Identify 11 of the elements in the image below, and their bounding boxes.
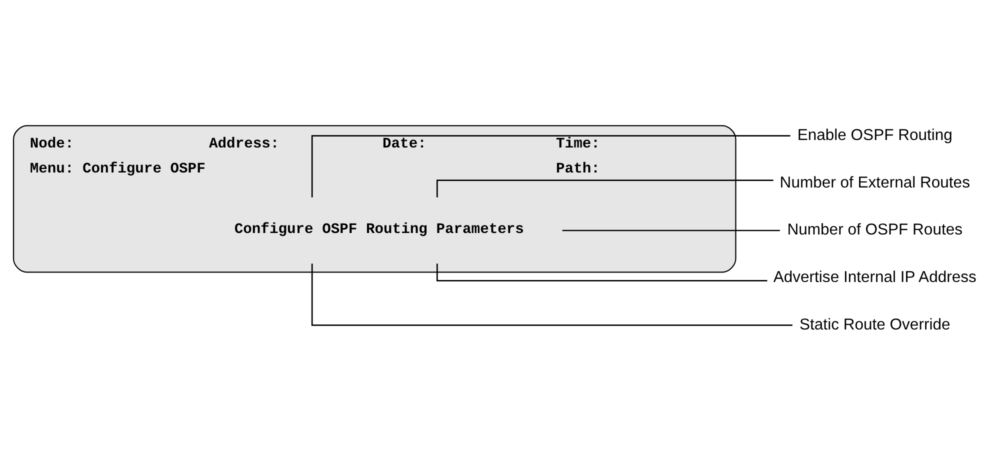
node-text: Advertise Internal IP Address — [772, 268, 976, 286]
connector — [436, 180, 773, 198]
connector — [436, 264, 767, 282]
node-text: Number of OSPF Routes — [786, 222, 962, 239]
connector — [310, 135, 790, 198]
node-text: Number of External Routes — [779, 174, 970, 192]
connector — [310, 264, 792, 326]
connector — [562, 230, 780, 232]
node-text: Enable OSPF Routing — [796, 127, 952, 144]
node-text: Static Route Override — [799, 316, 950, 334]
node-text: Configure OSPF Routing Parameters — [234, 222, 524, 238]
